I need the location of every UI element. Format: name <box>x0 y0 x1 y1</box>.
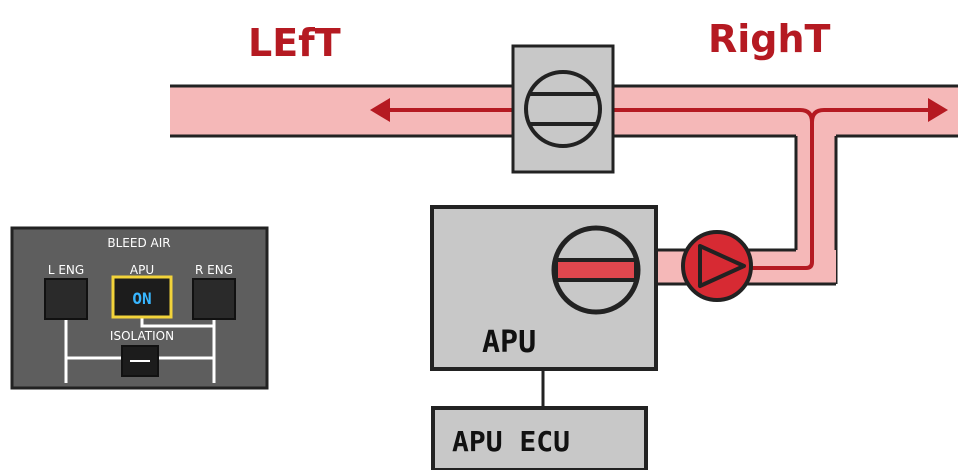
apu-button-label: ON <box>132 289 151 308</box>
apu-ecu-label: APU ECU <box>452 425 570 458</box>
arrow-head-right <box>928 98 948 122</box>
valve-icon <box>524 70 602 148</box>
r-eng-button[interactable] <box>192 278 236 320</box>
apu-panel-label: APU <box>130 263 154 277</box>
isolation-label: ISOLATION <box>110 329 174 343</box>
apu-ecu-box: APU ECU <box>431 406 648 470</box>
l-eng-label: L ENG <box>48 263 84 277</box>
pump-icon <box>681 230 753 302</box>
apu-label: APU <box>482 325 536 360</box>
panel-title: BLEED AIR <box>107 236 170 250</box>
apu-unit: APU <box>430 205 658 371</box>
left-label: LEfT <box>248 21 341 65</box>
valve-icon <box>551 225 641 315</box>
flow-arrows <box>383 108 932 270</box>
right-label: RighT <box>708 17 831 61</box>
arrow-head-left <box>370 98 390 122</box>
l-eng-button[interactable] <box>44 278 88 320</box>
apu-bleed-button[interactable]: ON <box>111 275 173 319</box>
r-eng-label: R ENG <box>195 263 233 277</box>
bleed-air-panel: BLEED AIR L ENG APU R ENG ON ISOLATION <box>10 226 269 390</box>
crossbleed-valve <box>511 44 615 174</box>
panel-lines <box>64 316 216 383</box>
